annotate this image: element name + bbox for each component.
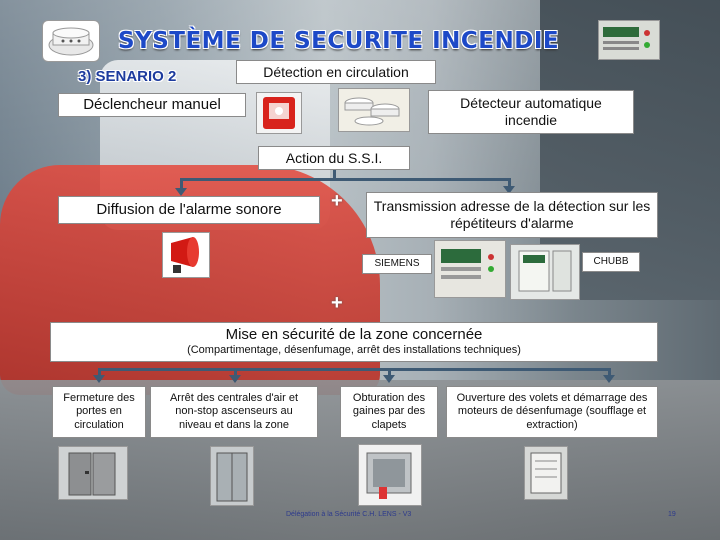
elevator-icon <box>210 446 254 506</box>
fermeture-portes-box: Fermeture des portes en circulation <box>52 386 146 438</box>
scenario-label: 3) SENARIO 2 <box>78 68 177 85</box>
fire-panel-icon <box>598 20 660 60</box>
siren-icon <box>162 232 210 278</box>
mise-securite-detail: (Compartimentage, désenfumage, arrêt des… <box>187 344 521 357</box>
smoke-detector-icon <box>42 20 100 62</box>
connector-line <box>234 368 237 376</box>
chubb-panel-icon <box>510 244 580 300</box>
mise-securite-box: Mise en sécurité de la zone concernée (C… <box>50 322 658 362</box>
action-ssi-box: Action du S.S.I. <box>258 146 410 170</box>
fire-damper-icon <box>358 444 422 506</box>
connector-line <box>180 178 183 190</box>
transmission-box: Transmission adresse de la détection sur… <box>366 192 658 238</box>
diffusion-alarme-box: Diffusion de l'alarme sonore <box>58 196 320 224</box>
connector-line <box>388 368 391 376</box>
connector-arrow <box>229 375 241 383</box>
fire-door-icon <box>58 446 128 500</box>
footer-text: Délégation à la Sécurité C.H. LENS - V3 <box>286 511 412 518</box>
page-title: SYSTÈME DE SECURITE INCENDIE <box>118 28 560 54</box>
page-number: 19 <box>668 511 676 518</box>
obturation-gaines-box: Obturation des gaines par des clapets <box>340 386 438 438</box>
chubb-label: CHUBB <box>582 252 640 272</box>
connector-line <box>508 178 511 188</box>
connector-arrow <box>603 375 615 383</box>
smoke-detectors-group-icon <box>338 88 410 132</box>
plus-sign: + <box>331 190 343 212</box>
connector-line <box>333 170 336 180</box>
siemens-panel-icon <box>434 240 506 298</box>
siemens-label: SIEMENS <box>362 254 432 274</box>
connector-arrow <box>175 188 187 196</box>
connector-line <box>98 368 101 376</box>
connector-line <box>98 368 610 371</box>
ouverture-volets-box: Ouverture des volets et démarrage des mo… <box>446 386 658 438</box>
plus-sign: + <box>331 292 343 314</box>
mise-securite-title: Mise en sécurité de la zone concernée <box>225 326 483 344</box>
connector-arrow <box>383 375 395 383</box>
connector-line <box>180 178 510 181</box>
declencheur-manuel-box: Déclencheur manuel <box>58 93 246 117</box>
manual-call-point-icon <box>256 92 302 134</box>
smoke-vent-icon <box>524 446 568 500</box>
connector-arrow <box>93 375 105 383</box>
arret-centrales-box: Arrêt des centrales d'air et non-stop as… <box>150 386 318 438</box>
connector-line <box>608 368 611 376</box>
detection-circulation-box: Détection en circulation <box>236 60 436 84</box>
detecteur-auto-box: Détecteur automatique incendie <box>428 90 634 134</box>
connector-arrow <box>503 186 515 194</box>
